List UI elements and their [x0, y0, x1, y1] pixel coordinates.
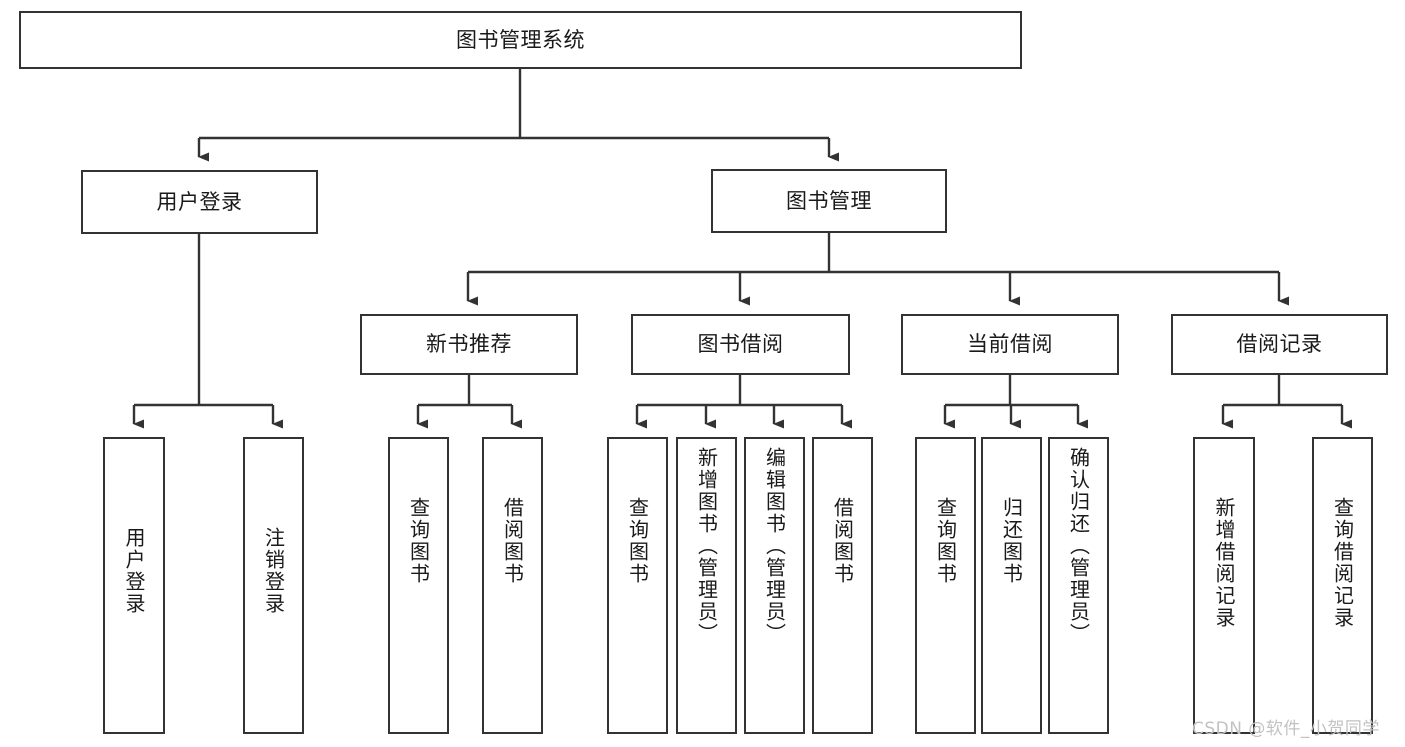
node-book-manage[interactable]: 图书管理: [711, 169, 947, 233]
node-user-login[interactable]: 用户登录: [81, 170, 318, 234]
node-leaf-query-book-2[interactable]: 查询图书: [607, 437, 668, 734]
node-leaf-add-record[interactable]: 新增借阅记录: [1193, 437, 1255, 734]
node-label: 用户登录: [156, 189, 243, 214]
node-leaf-borrow-book-2[interactable]: 借阅图书: [812, 437, 873, 734]
node-label: 查询图书: [933, 497, 958, 585]
node-leaf-logout[interactable]: 注销登录: [243, 437, 304, 734]
node-label: 借阅图书: [830, 497, 855, 585]
node-book-borrow[interactable]: 图书借阅: [631, 314, 850, 375]
node-leaf-query-book-3[interactable]: 查询图书: [915, 437, 976, 734]
node-label: 编辑图书（管理员）: [762, 447, 787, 645]
watermark-text: CSDN @软件_小贺同学: [1192, 719, 1380, 739]
node-leaf-query-record[interactable]: 查询借阅记录: [1312, 437, 1373, 734]
node-new-book-recommend[interactable]: 新书推荐: [360, 314, 578, 375]
node-label: 借阅记录: [1236, 332, 1323, 357]
node-leaf-confirm-return[interactable]: 确认归还（管理员）: [1048, 437, 1109, 734]
node-label: 确认归还（管理员）: [1066, 447, 1091, 645]
node-label: 当前借阅: [967, 332, 1053, 357]
node-label: 新增图书（管理员）: [694, 447, 719, 645]
node-borrow-record[interactable]: 借阅记录: [1171, 314, 1388, 375]
node-label: 图书管理系统: [456, 27, 585, 52]
node-leaf-edit-book[interactable]: 编辑图书（管理员）: [744, 437, 805, 734]
node-current-borrow[interactable]: 当前借阅: [901, 314, 1119, 375]
node-label: 查询图书: [625, 497, 650, 585]
node-label: 注销登录: [261, 527, 286, 615]
node-label: 新增借阅记录: [1212, 497, 1236, 629]
node-label: 新书推荐: [426, 332, 512, 357]
node-label: 查询图书: [406, 497, 431, 585]
node-root-root[interactable]: 图书管理系统: [19, 11, 1022, 69]
node-leaf-query-book-1[interactable]: 查询图书: [388, 437, 449, 734]
node-label: 归还图书: [999, 497, 1024, 585]
node-leaf-borrow-book-1[interactable]: 借阅图书: [482, 437, 543, 734]
node-label: 图书借阅: [697, 332, 784, 357]
node-label: 查询借阅记录: [1330, 497, 1355, 629]
node-leaf-add-book[interactable]: 新增图书（管理员）: [676, 437, 737, 734]
node-label: 借阅图书: [500, 497, 525, 585]
node-leaf-user-login[interactable]: 用户登录: [103, 437, 165, 734]
node-leaf-return-book[interactable]: 归还图书: [981, 437, 1042, 734]
node-label: 图书管理: [786, 188, 872, 213]
node-label: 用户登录: [122, 527, 146, 615]
